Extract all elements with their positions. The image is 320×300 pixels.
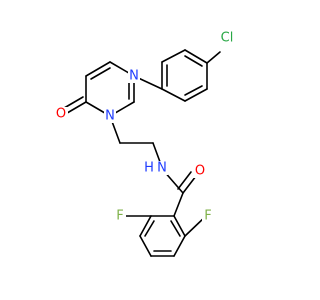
bond [184,85,203,96]
fluorine-right-label: F [204,209,211,224]
molecule-drawing: Cl N N O N H O F F [54,30,238,257]
pyridazinone-oxygen-label: O [56,107,66,122]
bond [184,88,208,102]
fluorine-left-label: F [116,209,123,224]
atom-label-layer: Cl N N O N H O F F [54,31,238,224]
bond [139,215,152,237]
amide-hydrogen-label: H [144,161,154,176]
bond [170,220,181,237]
bond [177,171,192,190]
bond [206,51,221,64]
bond [90,67,111,80]
bond [161,88,186,102]
bond [173,235,186,257]
chlorine-label: Cl [221,31,234,46]
bond [161,49,186,63]
bond [144,220,155,237]
ring-nitrogen-1-label: N [129,69,139,84]
bond [139,235,152,257]
bond [173,215,186,237]
molecule-canvas: Cl N N O N H O F F [54,30,238,257]
bond [182,175,197,194]
amide-nitrogen-label: N [157,161,167,176]
bond [184,49,208,64]
bond [173,192,184,217]
bond [85,61,111,77]
ring-nitrogen-2-label: N [105,109,115,124]
amide-oxygen-label: O [195,164,205,179]
bond [184,55,203,67]
